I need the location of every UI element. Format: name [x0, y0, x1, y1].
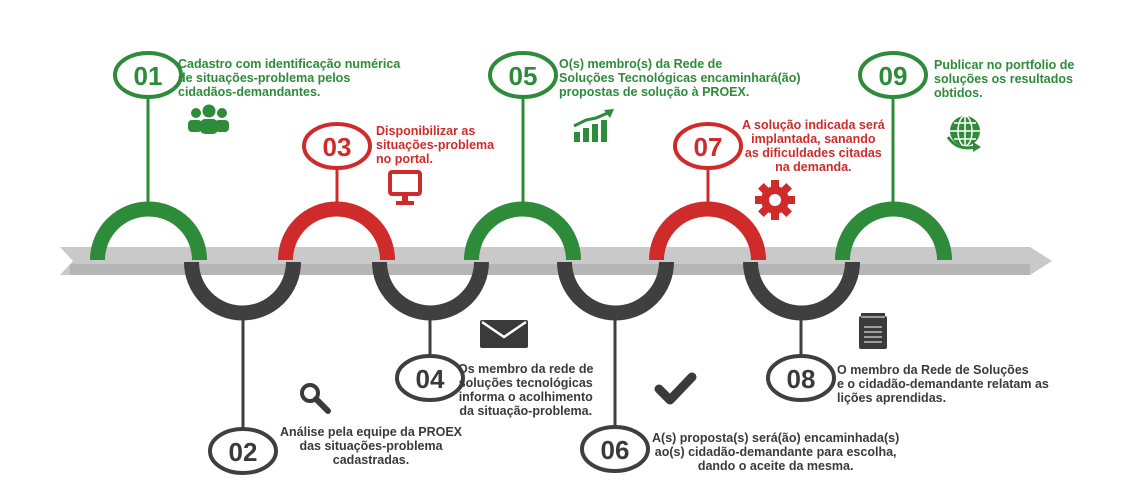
- badge-07: 07: [673, 122, 743, 170]
- people-group-icon: [188, 104, 229, 134]
- badge-06: 06: [580, 425, 650, 473]
- badge-09-number: 09: [879, 61, 908, 91]
- badge-01-number: 01: [134, 61, 163, 91]
- badge-03-number: 03: [323, 132, 352, 162]
- badge-01: 01: [113, 51, 183, 99]
- badge-04: 04: [395, 354, 465, 402]
- gear-icon: [755, 180, 795, 220]
- badge-05-number: 05: [509, 61, 538, 91]
- notepad-icon: [859, 313, 887, 349]
- step-07-text: A solução indicada será implantada, sana…: [742, 118, 885, 174]
- badge-08-number: 08: [787, 364, 816, 394]
- badge-08: 08: [766, 354, 836, 402]
- badge-07-number: 07: [694, 132, 723, 162]
- step-01-text: Cadastro com identificação numérica de s…: [178, 57, 401, 99]
- growth-chart-icon: [573, 109, 614, 142]
- step-06-text: A(s) proposta(s) será(ão) encaminhada(s)…: [652, 431, 900, 473]
- step-09-text: Publicar no portfolio de soluções os res…: [934, 58, 1075, 100]
- badge-05: 05: [488, 51, 558, 99]
- number-badges: 01 03 05 07 09 02: [113, 51, 928, 475]
- badge-04-number: 04: [416, 364, 445, 394]
- step-02-text: Análise pela equipe da PROEX das situaçõ…: [280, 425, 463, 467]
- step-04-text: Os membro da rede de soluções tecnológic…: [458, 362, 594, 418]
- connector-lines: [146, 96, 895, 430]
- globe-recycle-icon: [946, 115, 981, 152]
- badge-02-number: 02: [229, 437, 258, 467]
- magnifier-icon: [300, 383, 331, 414]
- monitor-icon: [388, 170, 422, 205]
- badge-09: 09: [858, 51, 928, 99]
- step-05-text: O(s) membro(s) da Rede de Soluções Tecno…: [559, 57, 801, 99]
- badge-03: 03: [302, 122, 372, 170]
- timeline-band-shade: [70, 264, 1030, 275]
- badge-06-number: 06: [601, 435, 630, 465]
- checkmark-icon: [654, 372, 697, 405]
- envelope-icon: [480, 320, 528, 348]
- step-03-text: Disponibilizar as situações-problema no …: [376, 124, 495, 166]
- step-08-text: O membro da Rede de Soluções e o cidadão…: [837, 363, 1049, 405]
- badge-02: 02: [208, 427, 278, 475]
